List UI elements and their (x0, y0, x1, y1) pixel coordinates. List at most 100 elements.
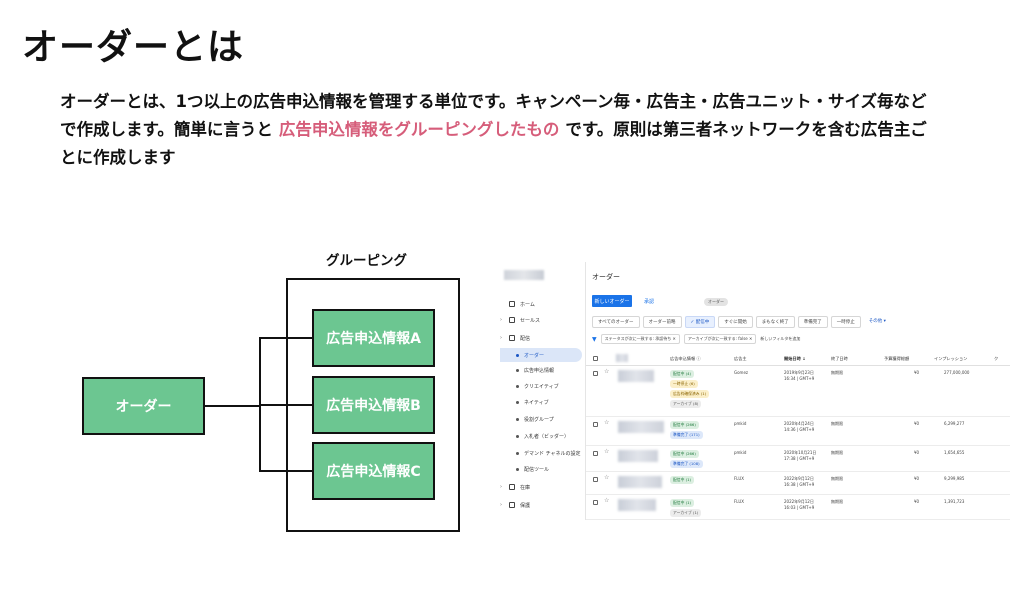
sidebar-item-3[interactable]: オーダー (500, 348, 582, 362)
new-order-button[interactable]: 新しいオーダー (592, 295, 632, 307)
advertiser-cell: pmkid (734, 450, 747, 455)
expand-caret-icon[interactable]: › (500, 335, 502, 341)
sidebar-item-label: オーダー (524, 352, 545, 359)
end-date-cell: 無期限 (831, 370, 843, 375)
row-checkbox[interactable] (593, 500, 598, 505)
bullet-icon (516, 467, 519, 471)
row-checkbox[interactable] (593, 451, 598, 456)
column-clicks[interactable]: ク (994, 356, 999, 361)
end-date-cell: 無期限 (831, 450, 843, 455)
home-icon (509, 301, 515, 307)
column-advertiser[interactable]: 広告主 (734, 356, 747, 361)
bullet-icon (516, 384, 519, 388)
status-chip[interactable]: 準備完了 (171) (670, 431, 703, 439)
star-icon[interactable]: ☆ (604, 497, 610, 504)
filter-row: ▼ ステータスが次に一致する: 承認待ち ✕ アーカイブが次に一致する: fal… (592, 334, 800, 344)
filter-chip-status[interactable]: ステータスが次に一致する: 承認待ち ✕ (600, 334, 680, 344)
row-checkbox[interactable] (593, 371, 598, 376)
start-date-cell: 2022年9月12日 16:38 | GMT+9 (784, 476, 815, 487)
star-icon[interactable]: ☆ (604, 419, 610, 426)
orders-panel: オーダー 新しいオーダー 承認 オーダー すべてのオーダー オーダー前略 ✓ 配… (586, 262, 1010, 520)
budget-cell: ¥0 (914, 421, 920, 426)
status-chips: 配信中 (266) 準備完了 (171) (670, 421, 703, 439)
sidebar-item-label: 在庫 (520, 484, 531, 491)
grouping-label: グルーピング (326, 253, 407, 269)
tab-starting-soon[interactable]: すぐに開始 (718, 316, 753, 328)
sidebar: ホーム › セールス ›配信オーダー広告申込情報クリエイティブネイティブ役割グループ入… (494, 262, 586, 520)
sidebar-item-8[interactable]: 入札者（ビッダー） (500, 429, 582, 443)
tab-delivering[interactable]: ✓ 配信中 (684, 316, 716, 328)
approval-link[interactable]: 承認 (644, 299, 655, 305)
tab-more[interactable]: その他 ▾ (868, 319, 886, 324)
sidebar-item-0[interactable]: ホーム (500, 297, 582, 311)
status-chip[interactable]: 配信中 (1) (670, 499, 694, 507)
sidebar-item-5[interactable]: クリエイティブ (500, 379, 582, 393)
bullet-icon (516, 451, 519, 455)
sidebar-item-10[interactable]: 配信ツール (500, 462, 582, 476)
sidebar-item-1[interactable]: › セールス (500, 313, 582, 327)
column-end[interactable]: 終了日時 (831, 356, 848, 361)
expand-caret-icon[interactable]: › (500, 502, 502, 508)
status-chip[interactable]: 配信中 (266) (670, 450, 699, 458)
status-chip[interactable]: 広告枠確保済み (1) (670, 390, 710, 398)
column-start[interactable]: 開始日時 ↓ (784, 356, 806, 361)
row-checkbox[interactable] (593, 477, 598, 482)
filter-chip-archive[interactable]: アーカイブが次に一致する: false ✕ (683, 334, 757, 344)
impressions-cell: 277,000,000 (944, 370, 970, 375)
sidebar-item-9[interactable]: デマンド チャネルの設定 (500, 446, 582, 460)
bullet-icon (516, 368, 519, 372)
sidebar-item-12[interactable]: ›保護 (500, 498, 582, 512)
sidebar-item-7[interactable]: 役割グループ (500, 412, 582, 426)
column-budget[interactable]: 予算獲得総額 (884, 356, 910, 361)
sidebar-item-11[interactable]: › 在庫 (500, 480, 582, 494)
inventory-icon (509, 484, 515, 490)
status-chip[interactable]: 配信中 (266) (670, 421, 699, 429)
status-chip[interactable]: アーカイブ (1) (670, 509, 702, 517)
select-all-checkbox[interactable] (593, 356, 598, 361)
status-chip[interactable]: 準備完了 (108) (670, 460, 703, 468)
blurred-order-name (618, 499, 656, 511)
expand-caret-icon[interactable]: › (500, 484, 502, 490)
status-chips: 配信中 (1) (670, 476, 694, 484)
row-checkbox[interactable] (593, 422, 598, 427)
start-date-cell: 2020年10月21日 17:38 | GMT+9 (784, 450, 817, 461)
sidebar-item-4[interactable]: 広告申込情報 (500, 363, 582, 377)
status-chip[interactable]: 配信中 (4) (670, 370, 694, 378)
line-item-box-c: 広告申込情報C (312, 442, 435, 500)
tab-ready[interactable]: 準備完了 (797, 316, 828, 328)
tab-pre[interactable]: オーダー前略 (642, 316, 682, 328)
shield-icon (509, 502, 515, 508)
column-impressions[interactable]: インプレッション (934, 356, 968, 361)
tab-paused[interactable]: 一時停止 (830, 316, 861, 328)
status-chip[interactable]: アーカイブ (8) (670, 400, 702, 408)
description-text-end: です。原則は第三者ネットワークを含む広告主ごとに作成します (60, 120, 927, 167)
advertiser-cell: FLUX (734, 476, 744, 481)
connector-order-horizontal (205, 405, 260, 407)
advertiser-cell: pmkid (734, 421, 747, 426)
blurred-logo (504, 270, 544, 280)
star-icon[interactable]: ☆ (604, 474, 610, 481)
add-filter-button[interactable]: 新しいフィルタを追加 (760, 336, 801, 341)
start-date-cell: 2019年9月23日 16:34 | GMT+9 (784, 370, 815, 381)
filter-icon[interactable]: ▼ (592, 335, 597, 343)
status-chip[interactable]: 配信中 (1) (670, 476, 694, 484)
column-line-items[interactable]: 広告申込情報 ⓘ (670, 356, 701, 361)
order-box: オーダー (82, 377, 205, 435)
sidebar-item-label: セールス (520, 317, 541, 324)
sidebar-item-6[interactable]: ネイティブ (500, 395, 582, 409)
expand-caret-icon[interactable]: › (500, 317, 502, 323)
tab-all[interactable]: すべてのオーダー (592, 316, 640, 328)
line-item-box-a: 広告申込情報A (312, 309, 435, 367)
sidebar-item-label: クリエイティブ (524, 383, 559, 390)
star-icon[interactable]: ☆ (604, 448, 610, 455)
sidebar-item-2[interactable]: ›配信 (500, 331, 582, 345)
table-row[interactable]: ☆ 配信中 (266) 準備完了 (108) pmkid 2020年10月21日 17:… (586, 446, 1010, 472)
star-icon[interactable]: ☆ (604, 368, 610, 375)
table-row[interactable]: ☆配信中 (4)一時停止 (6)広告枠確保済み (1)アーカイブ (8)Gome… (586, 366, 1010, 417)
description-text: オーダーとは、1つ以上の広告申込情報を管理する単位です。キャンペーン毎・広告主・… (60, 92, 927, 139)
status-chip[interactable]: 一時停止 (6) (670, 380, 698, 388)
tab-ending-soon[interactable]: まもなく終了 (755, 316, 795, 328)
